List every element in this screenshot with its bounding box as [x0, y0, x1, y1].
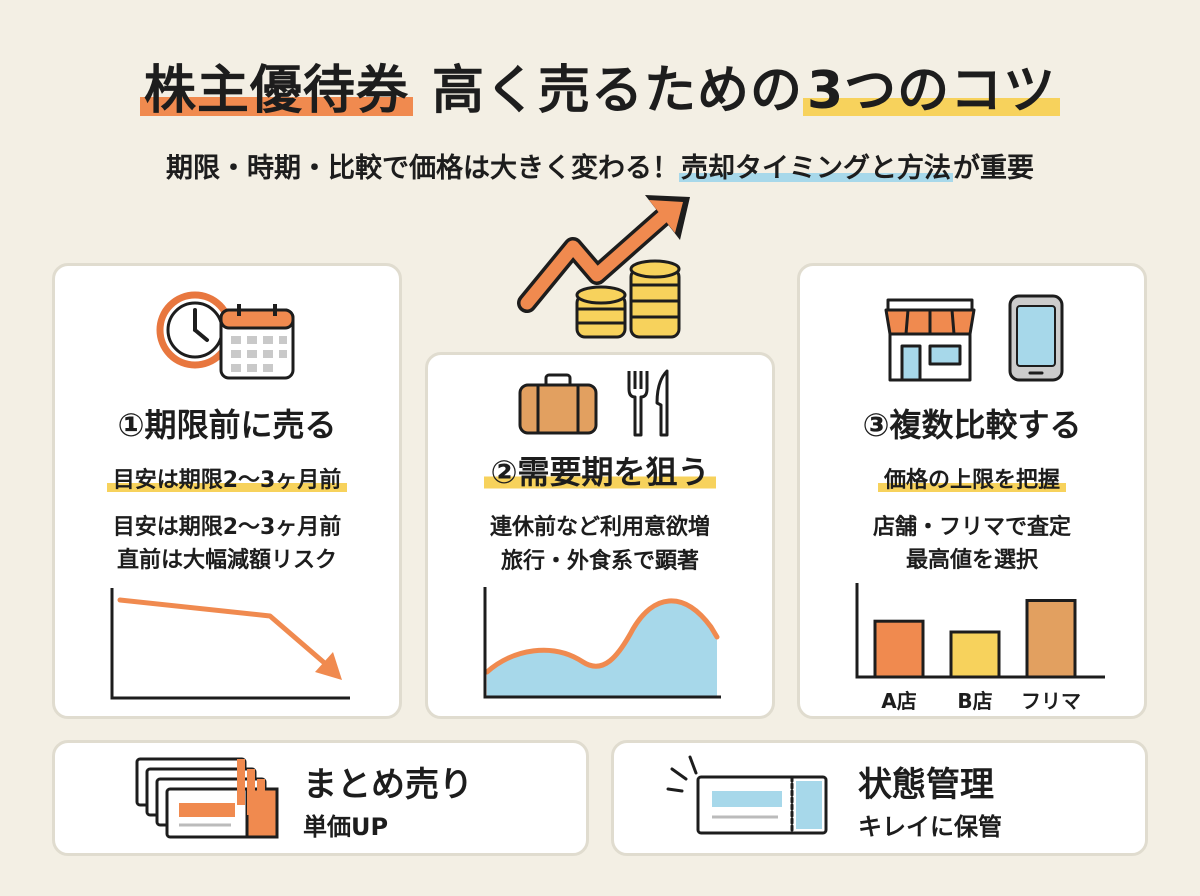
seasonal-demand-wave-icon — [483, 587, 721, 699]
coin-stack-icon — [575, 259, 681, 339]
subtitle-plain: 期限・時期・比較で価格は大きく変わる！ — [166, 153, 679, 184]
tip-highlight-text: 価格の上限を把握 — [877, 468, 1066, 493]
title-part-1: 株主優待券 — [139, 61, 413, 121]
bar-2 — [949, 630, 1001, 679]
bar-chart-labels: A店 B店 フリマ — [855, 685, 1115, 715]
tip-title: ①期限前に売る — [117, 406, 337, 444]
tip-highlight-text: 目安は期限2〜3ヶ月前 — [106, 468, 348, 493]
tip-line-2: 旅行・外食系で顕著 — [500, 549, 699, 574]
tip-line-1: 目安は期限2〜3ヶ月前 — [112, 515, 342, 540]
tip-highlight: 価格の上限を把握 — [800, 462, 1144, 494]
bonus-tip-title: 状態管理 — [858, 765, 994, 805]
fork-knife-icon — [627, 369, 669, 437]
title-part-2: 高く売るための — [431, 61, 803, 121]
page-title: 株主優待券 高く売るための3つのコツ — [0, 48, 1200, 123]
suitcase-icon — [518, 373, 598, 435]
price-comparison-bar-chart — [855, 583, 1105, 679]
bonus-tip-bulk-sale: まとめ売り 単価UP — [52, 740, 589, 856]
declining-price-chart-icon — [110, 588, 350, 700]
calendar-icon — [219, 304, 295, 380]
smartphone-icon — [1008, 294, 1064, 382]
bar-label-1: A店 — [881, 689, 917, 713]
bonus-tip-condition-care: 状態管理 キレイに保管 — [611, 740, 1148, 856]
tip-highlight: 目安は期限2〜3ヶ月前 — [55, 462, 399, 494]
tip-title: ②需要期を狙う — [428, 447, 772, 493]
tip-card-target-demand-season: ②需要期を狙う 連休前など利用意欲増 旅行・外食系で顕著 — [425, 352, 775, 719]
page-subtitle: 期限・時期・比較で価格は大きく変わる！売却タイミングと方法が重要 — [0, 146, 1200, 185]
store-icon — [884, 298, 976, 382]
bonus-tip-subtitle: キレイに保管 — [858, 813, 1002, 841]
bar-1 — [873, 619, 925, 679]
title-part-3: 3つのコツ — [802, 61, 1061, 121]
tip-title: ③複数比較する — [862, 406, 1082, 444]
tip-title-text: ②需要期を狙う — [484, 453, 716, 491]
ticket-stack-icon — [135, 757, 279, 839]
subtitle-tail: が重要 — [953, 153, 1034, 184]
bar-label-2: B店 — [957, 689, 993, 713]
clean-ticket-icon — [666, 755, 828, 835]
bonus-tip-title: まとめ売り — [303, 765, 473, 805]
bar-3 — [1025, 599, 1077, 679]
tip-card-sell-before-expiry: ①期限前に売る 目安は期限2〜3ヶ月前 目安は期限2〜3ヶ月前 直前は大幅減額リ… — [52, 263, 402, 719]
subtitle-highlight: 売却タイミングと方法 — [679, 153, 953, 184]
bar-label-3: フリマ — [1021, 689, 1081, 713]
rising-price-arrow-icon — [517, 195, 690, 313]
tip-line-1: 連休前など利用意欲増 — [489, 515, 710, 540]
tip-card-compare-multiple: ③複数比較する 価格の上限を把握 店舗・フリマで査定 最高値を選択 A店 B店 フリ… — [797, 263, 1147, 719]
bonus-tip-subtitle: 単価UP — [303, 813, 389, 841]
tip-line-1: 店舗・フリマで査定 — [872, 515, 1071, 540]
tip-line-2: 最高値を選択 — [905, 548, 1038, 573]
tip-line-2: 直前は大幅減額リスク — [116, 548, 337, 573]
